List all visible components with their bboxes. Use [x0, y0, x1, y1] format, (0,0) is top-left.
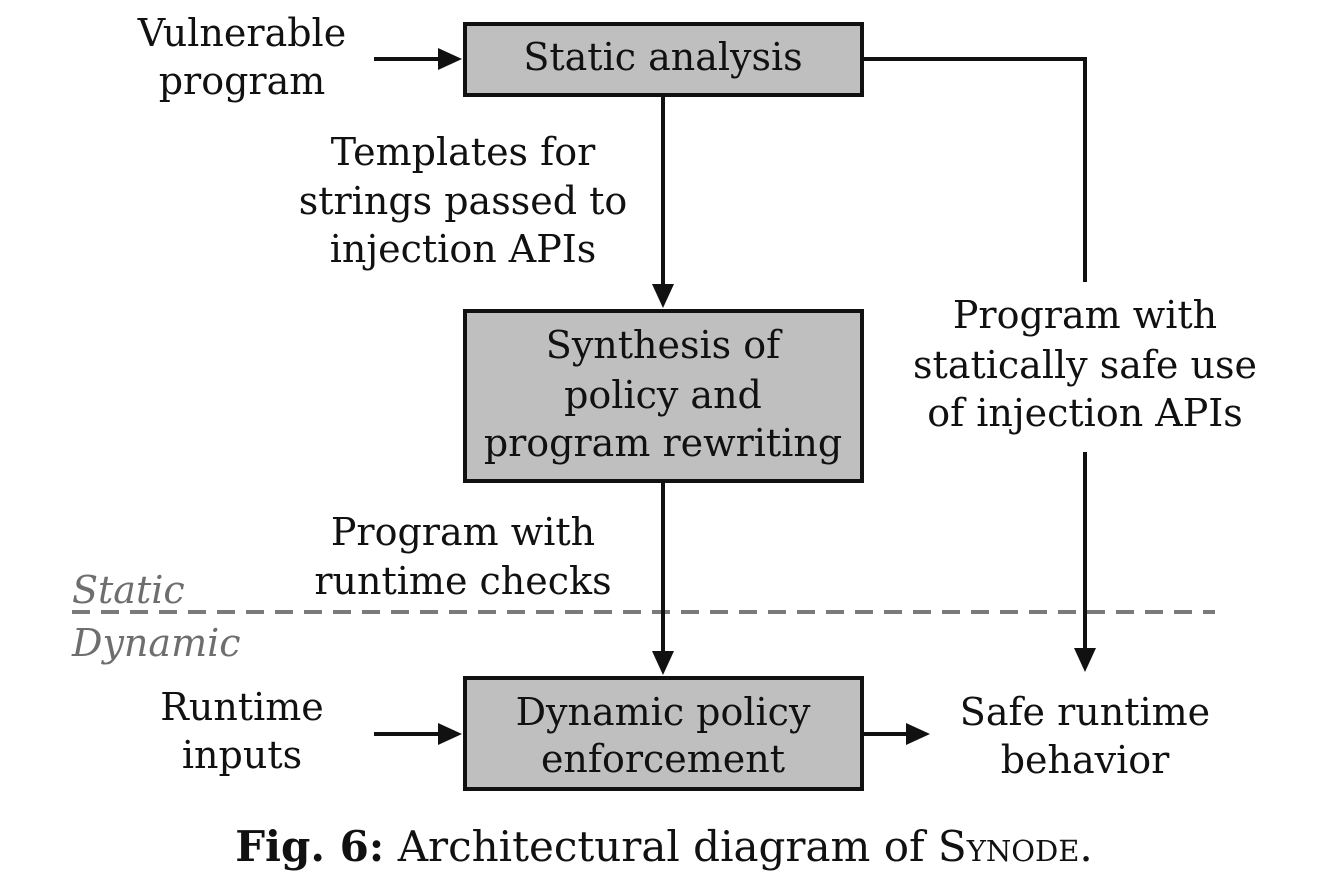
edge-static-to-safe-behavior: [862, 57, 1096, 672]
caption-tool-name: Synode: [937, 822, 1080, 871]
static-analysis-box: Static analysis: [463, 22, 864, 97]
runtime-inputs-label-line-1: Runtime: [160, 685, 324, 729]
templates-label-line-1: Templates for: [331, 130, 596, 174]
statically-safe-label-line-2: statically safe use: [913, 343, 1257, 387]
figure-caption: Fig. 6: Architectural diagram of Synode.: [0, 822, 1328, 871]
synthesis-label-line-2: policy and: [564, 373, 762, 417]
edge-synthesis-to-enforcement: [652, 481, 674, 675]
synthesis-label-line-1: Synthesis of: [546, 323, 783, 367]
architecture-diagram: Static Dynamic Static analysis Synthesis…: [71, 11, 1257, 791]
dynamic-enforcement-label-line-2: enforcement: [541, 737, 785, 781]
statically-safe-label-line-3: of injection APIs: [927, 391, 1243, 435]
vulnerable-program-label-line-1: Vulnerable: [137, 11, 346, 55]
static-analysis-label: Static analysis: [523, 35, 802, 79]
edge-enforcement-to-safe-behavior: [862, 723, 930, 745]
caption-text: Architectural diagram of: [397, 822, 925, 871]
edge-runtime-inputs-to-enforcement: [374, 723, 462, 745]
safe-behavior-label-line-2: behavior: [1001, 738, 1170, 782]
vulnerable-program-label-line-2: program: [159, 59, 326, 103]
runtime-checks-label-line-2: runtime checks: [314, 559, 611, 603]
caption-period: .: [1079, 822, 1093, 871]
statically-safe-label-line-1: Program with: [953, 293, 1217, 337]
templates-label-line-3: injection APIs: [330, 227, 597, 271]
static-phase-label: Static: [72, 568, 185, 612]
runtime-checks-label-line-1: Program with: [331, 510, 595, 554]
runtime-inputs-label-line-2: inputs: [182, 733, 302, 777]
dynamic-enforcement-label-line-1: Dynamic policy: [516, 690, 811, 734]
synthesis-label-line-3: program rewriting: [484, 421, 842, 465]
safe-behavior-label-line-1: Safe runtime: [960, 690, 1210, 734]
dynamic-phase-label: Dynamic: [71, 621, 241, 665]
edge-vulnerable-to-static: [374, 48, 462, 70]
templates-label-line-2: strings passed to: [299, 179, 628, 223]
dynamic-enforcement-box: Dynamic policy enforcement: [463, 676, 864, 791]
edge-static-to-synthesis: [652, 95, 674, 308]
caption-figure-number: Fig. 6:: [235, 822, 385, 871]
synthesis-box: Synthesis of policy and program rewritin…: [463, 309, 864, 483]
